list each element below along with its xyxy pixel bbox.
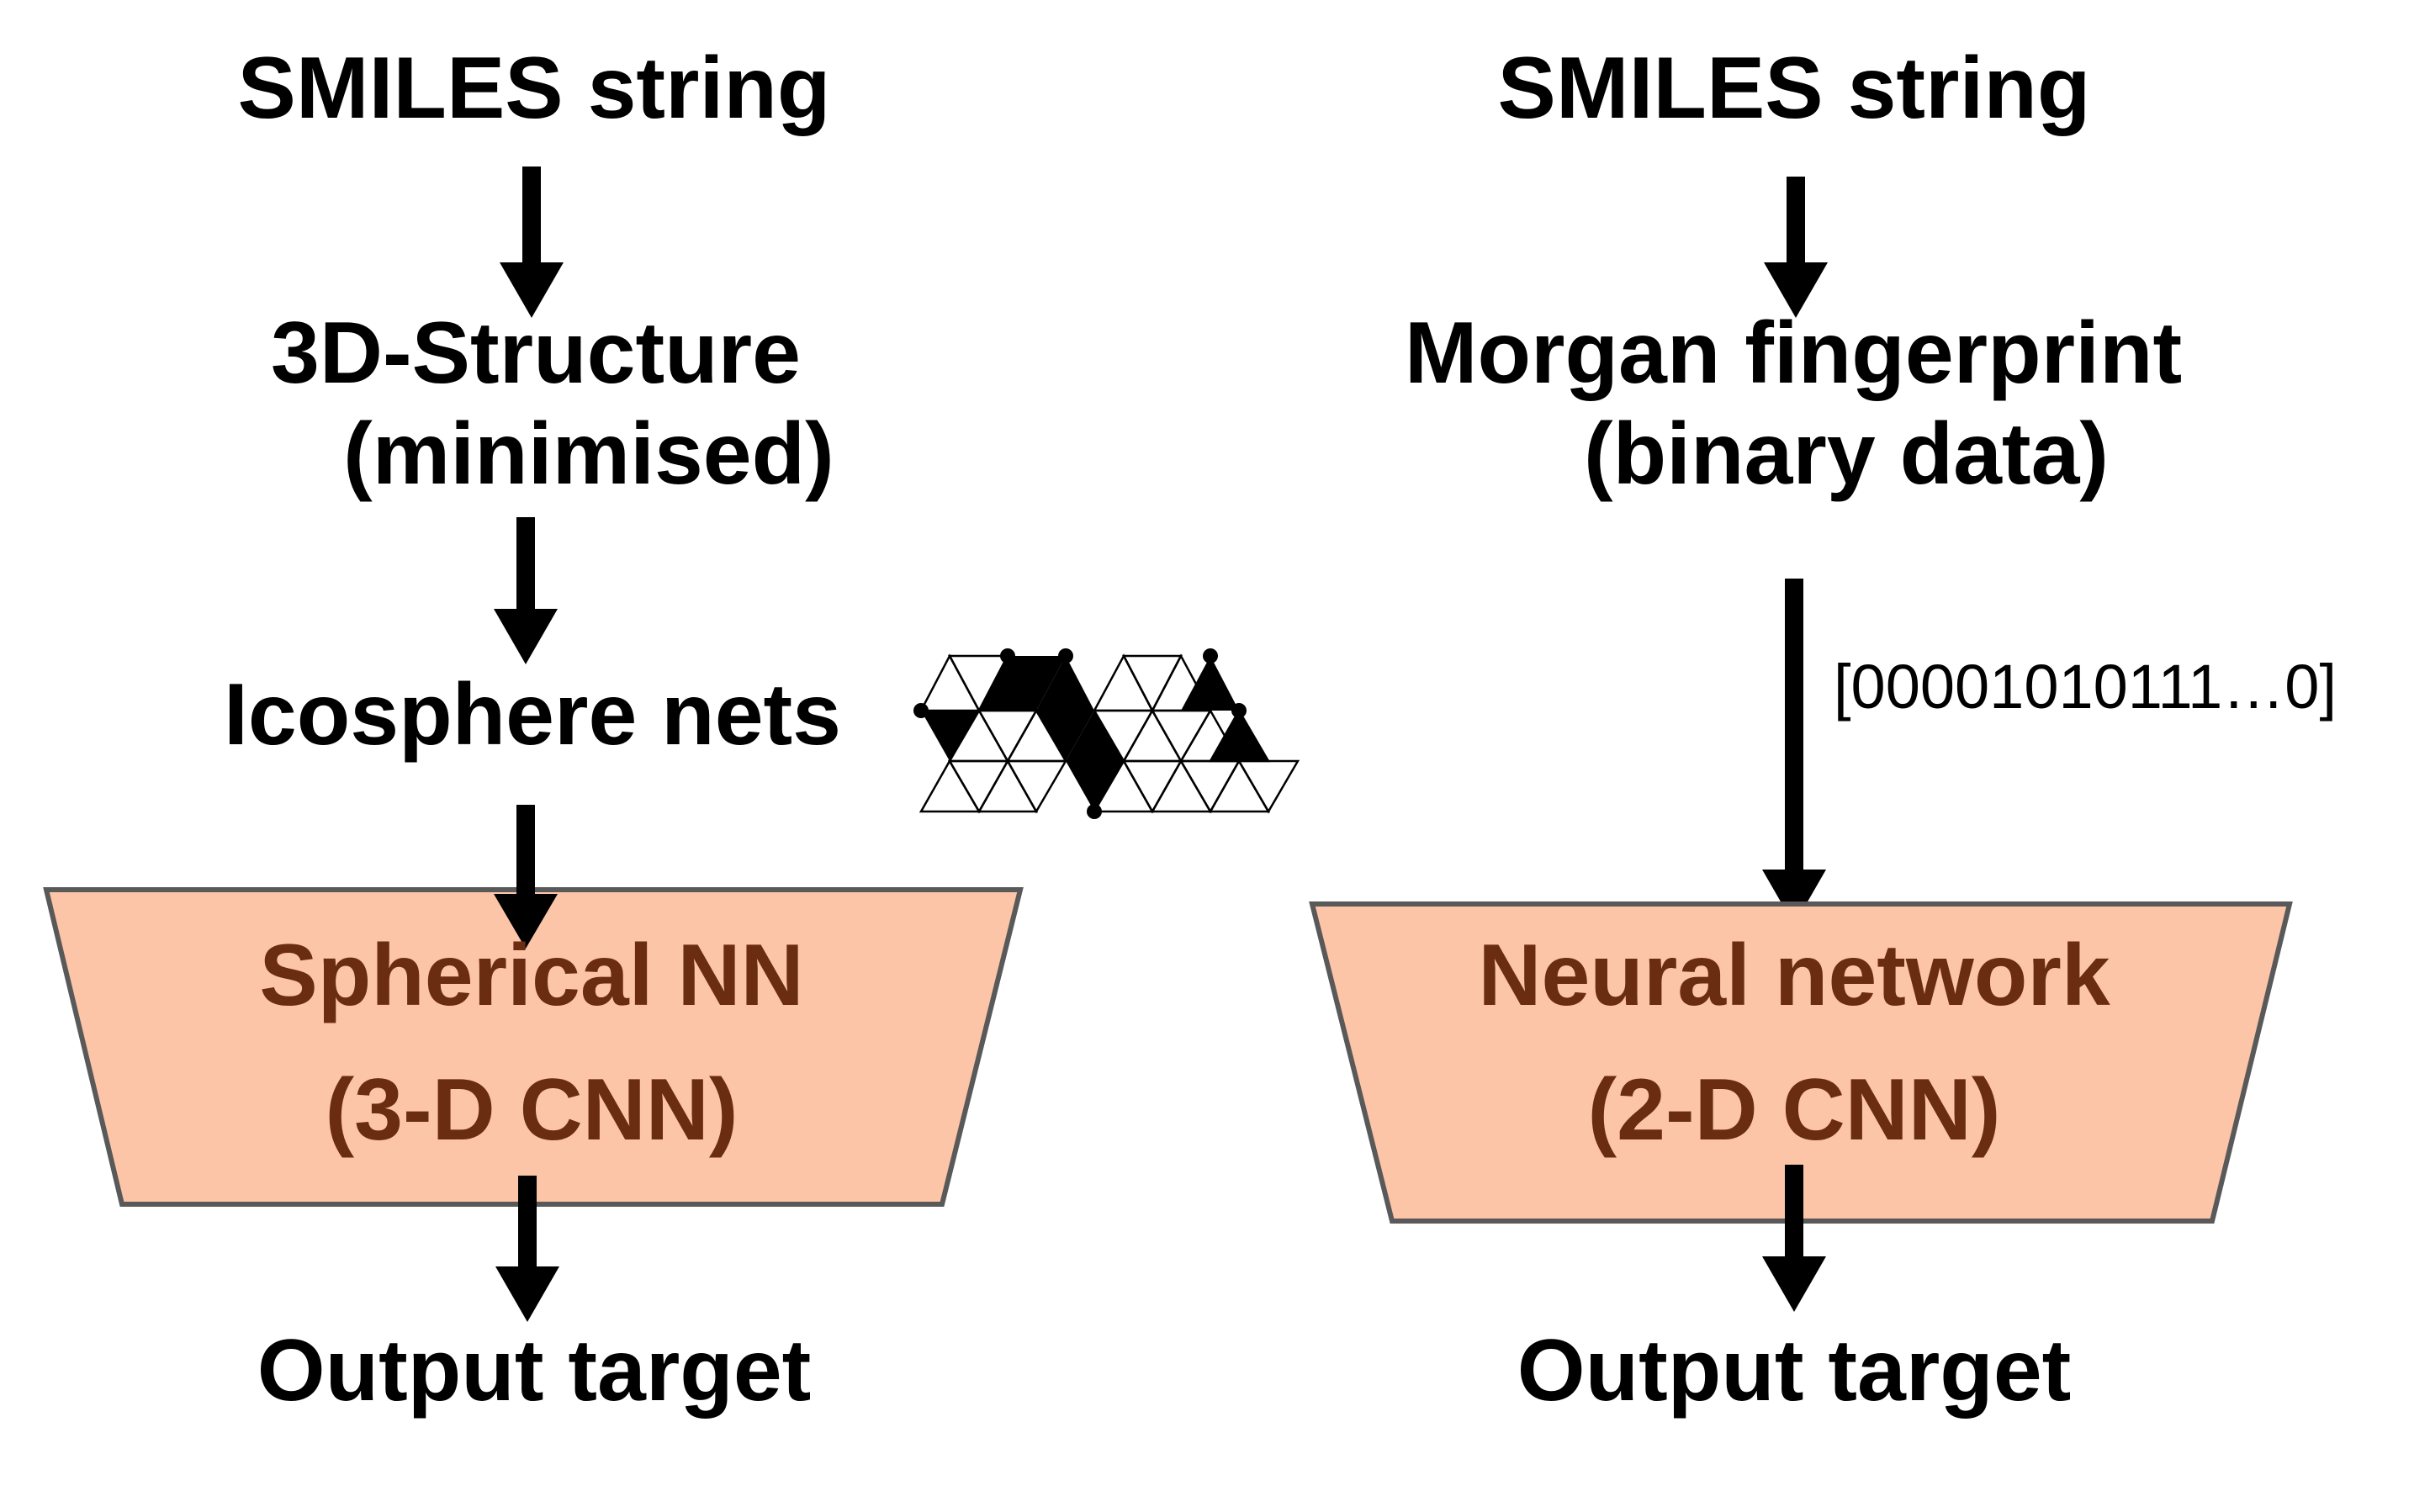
right-arrow-2	[1762, 579, 1826, 925]
bit-vector-label: [00001010111…0]	[1834, 652, 2337, 722]
right-smiles-label: SMILES string	[1498, 40, 2091, 137]
neural-network-label-line1: Neural network	[1478, 927, 2110, 1024]
left-structure-label-line1: 3D-Structure	[271, 304, 801, 402]
spherical-nn-box	[43, 887, 1024, 1207]
right-fingerprint-label-line2: (binary data)	[1584, 405, 2109, 503]
right-fingerprint-label-line1: Morgan fingerprint	[1405, 304, 2182, 402]
left-structure-label-line2: (minimised)	[343, 405, 834, 503]
right-output-label: Output target	[1517, 1322, 2072, 1419]
neural-network-box	[1309, 901, 2293, 1224]
right-arrow-1	[1764, 177, 1828, 318]
spherical-nn-label-line2: (3-D CNN)	[325, 1061, 738, 1159]
spherical-nn-label-line1: Spherical NN	[259, 927, 803, 1024]
neural-network-label-line2: (2-D CNN)	[1587, 1061, 2000, 1159]
left-smiles-label: SMILES string	[238, 40, 831, 137]
left-arrow-2	[494, 517, 558, 664]
icosphere-net-icon	[913, 648, 1300, 819]
left-output-label: Output target	[257, 1322, 812, 1419]
left-arrow-4	[495, 1176, 559, 1322]
left-arrow-3	[494, 805, 558, 949]
left-nets-label: Icosphere nets	[224, 666, 841, 764]
right-arrow-3	[1762, 1165, 1826, 1312]
left-arrow-1	[500, 167, 564, 318]
